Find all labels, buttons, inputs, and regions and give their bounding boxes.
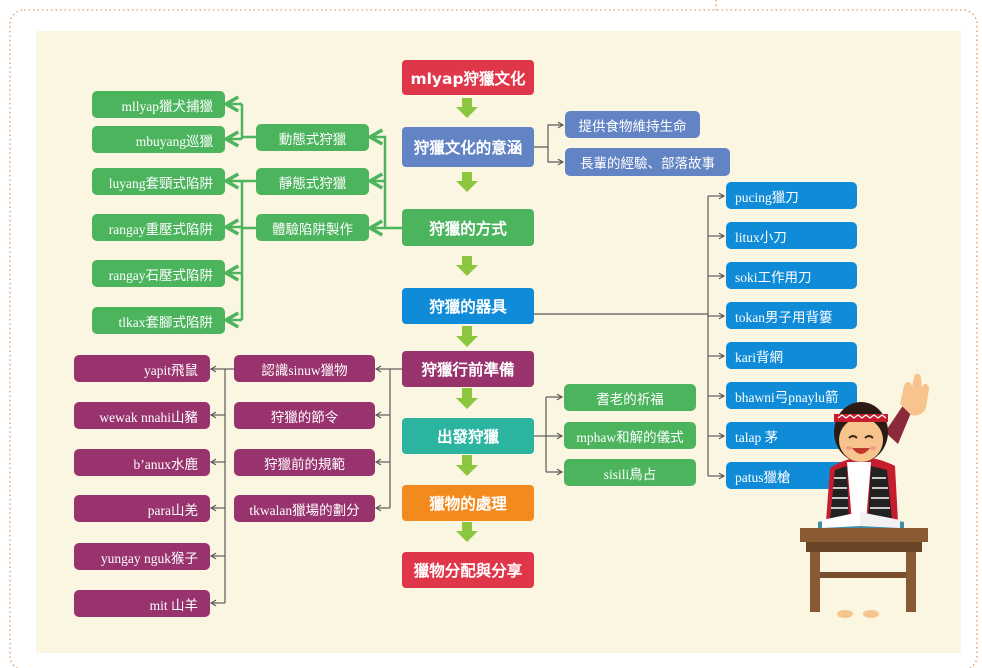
tool-label: kari背網 [735, 349, 783, 365]
student-illustration [800, 373, 929, 618]
departure-item[interactable]: sisili鳥占 [564, 459, 696, 486]
tool-item[interactable]: tokan男子用背簍 [726, 302, 857, 329]
tool-label: litux小刀 [735, 229, 787, 245]
preparation-label: 狩獵的節令 [270, 409, 339, 426]
departure-label: mphaw和解的儀式 [576, 429, 684, 445]
trap-label: luyang套頸式陷阱 [108, 175, 213, 191]
departure-item[interactable]: 耆老的祈福 [564, 384, 696, 411]
animal-label: yungay nguk猴子 [100, 550, 198, 566]
preparation-label: tkwalan獵場的劃分 [249, 502, 360, 518]
meaning-item[interactable]: 提供食物維持生命 [565, 111, 700, 138]
preparation-label: 狩獵前的規範 [264, 456, 345, 473]
meaning-item[interactable]: 長輩的經驗、部落故事 [565, 148, 730, 176]
tool-label: tokan男子用背簍 [735, 309, 833, 325]
tool-item[interactable]: pucing獵刀 [726, 182, 857, 209]
center-box-culture[interactable]: mlyap狩獵文化 [402, 60, 534, 95]
animal-label: wewak nnahi山豬 [99, 409, 198, 425]
tool-item[interactable]: litux小刀 [726, 222, 857, 249]
center-box-sharing[interactable]: 獵物分配與分享 [402, 552, 534, 588]
animal-label: b’anux水鹿 [133, 456, 199, 472]
animal-item[interactable]: para山羌 [74, 495, 210, 522]
tool-label: talap 茅 [735, 429, 779, 445]
center-box-meaning[interactable]: 狩獵文化的意涵 [402, 127, 534, 167]
gray-connectors [209, 121, 726, 607]
departure-label: sisili鳥占 [603, 466, 657, 482]
preparation-label: 認識sinuw獵物 [261, 362, 348, 378]
method-connectors [226, 104, 402, 320]
method-item[interactable]: 動態式狩獵 [256, 124, 369, 151]
tool-item[interactable]: kari背網 [726, 342, 857, 369]
preparation-item[interactable]: 狩獵前的規範 [234, 449, 375, 476]
method-item[interactable]: 體驗陷阱製作 [256, 214, 369, 241]
animal-label: mit 山羊 [149, 597, 198, 613]
preparation-item[interactable]: 認識sinuw獵物 [234, 355, 375, 382]
tool-label: patus獵槍 [735, 469, 791, 485]
trap-item[interactable]: tlkax套腳式陷阱 [92, 307, 225, 334]
animal-label: para山羌 [147, 502, 198, 518]
trap-label: rangay重壓式陷阱 [108, 221, 213, 237]
preparation-item[interactable]: tkwalan獵場的劃分 [234, 495, 375, 522]
departure-item[interactable]: mphaw和解的儀式 [564, 422, 696, 449]
trap-label: mllyap獵犬捕獵 [121, 98, 214, 114]
tool-item[interactable]: soki工作用刀 [726, 262, 857, 289]
tool-label: pucing獵刀 [735, 189, 799, 205]
animal-item[interactable]: yapit飛鼠 [74, 355, 210, 382]
center-box-processing[interactable]: 獵物的處理 [402, 485, 534, 521]
trap-item[interactable]: rangay重壓式陷阱 [92, 214, 225, 241]
center-box-preparation[interactable]: 狩獵行前準備 [402, 351, 534, 387]
animal-item[interactable]: yungay nguk猴子 [74, 543, 210, 570]
center-box-methods[interactable]: 狩獵的方式 [402, 209, 534, 246]
down-arrows [456, 98, 478, 542]
animal-item[interactable]: b’anux水鹿 [74, 449, 210, 476]
departure-label: 耆老的祈福 [596, 391, 664, 408]
center-box-departure[interactable]: 出發狩獵 [402, 418, 534, 454]
tool-label: soki工作用刀 [735, 269, 812, 285]
animal-item[interactable]: mit 山羊 [74, 590, 210, 617]
preparation-item[interactable]: 狩獵的節令 [234, 402, 375, 429]
trap-label: tlkax套腳式陷阱 [118, 314, 214, 330]
method-item[interactable]: 靜態式狩獵 [256, 168, 369, 195]
tool-item[interactable]: bhawni弓pnaylu箭 [726, 382, 857, 409]
tool-label: bhawni弓pnaylu箭 [735, 389, 839, 405]
trap-label: rangay石壓式陷阱 [108, 267, 213, 283]
trap-item[interactable]: luyang套頸式陷阱 [92, 168, 225, 195]
animal-item[interactable]: wewak nnahi山豬 [74, 402, 210, 429]
trap-label: mbuyang巡獵 [135, 133, 213, 149]
trap-item[interactable]: rangay石壓式陷阱 [92, 260, 225, 287]
trap-item[interactable]: mbuyang巡獵 [92, 126, 225, 153]
animal-label: yapit飛鼠 [144, 362, 198, 378]
trap-item[interactable]: mllyap獵犬捕獵 [92, 91, 225, 118]
center-box-tools[interactable]: 狩獵的器具 [402, 288, 534, 324]
